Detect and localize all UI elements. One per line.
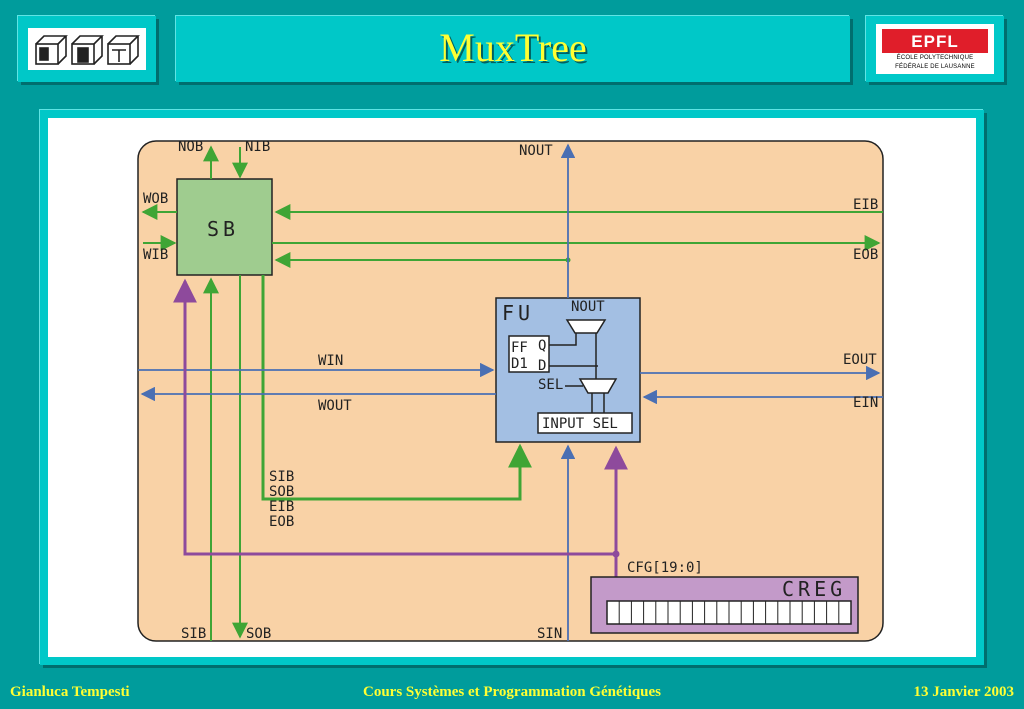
left-logo-panel [18, 16, 156, 82]
input-sel-block [537, 412, 633, 434]
label-wout: WOUT [318, 398, 352, 414]
label-nob: NOB [178, 139, 203, 155]
bus-label-sib: SIB [269, 469, 294, 485]
label-eob: EOB [853, 247, 878, 263]
bus-label-eib: EIB [269, 499, 294, 515]
footer-date: 13 Janvier 2003 [913, 684, 1014, 700]
ff-q-label: Q [538, 338, 546, 354]
input-sel-label: INPUT SEL [542, 416, 618, 432]
label-nout-top: NOUT [519, 143, 553, 159]
bus-label-eob: EOB [269, 514, 294, 530]
wire-q-to-mux [549, 333, 577, 346]
wire-sb-to-fu-bus [261, 275, 532, 501]
fu-nout-label: NOUT [571, 299, 605, 315]
epfl-logo-line2: FÉDÉRALE DE LAUSANNE [895, 64, 975, 70]
sb-block [176, 178, 273, 276]
label-eib: EIB [853, 197, 878, 213]
epfl-logo-line1: ÉCOLE POLYTECHNIQUE [896, 55, 974, 61]
junction-cfg [612, 550, 620, 558]
sb-label: SB [207, 217, 239, 241]
label-wob: WOB [143, 191, 168, 207]
cubes-icon [35, 35, 140, 65]
nout-mux [565, 319, 607, 334]
label-nib: NIB [245, 139, 270, 155]
creg-bit-cells [618, 601, 840, 624]
d1-label: D1 [511, 356, 528, 372]
epfl-logo: EPFL ÉCOLE POLYTECHNIQUE FÉDÉRALE DE LAU… [876, 24, 994, 74]
wire-cfg-to-sb [173, 278, 618, 578]
right-logo-panel: EPFL ÉCOLE POLYTECHNIQUE FÉDÉRALE DE LAU… [866, 16, 1004, 82]
label-cfg: CFG[19:0] [627, 560, 703, 576]
ff-d-label: D [538, 358, 546, 374]
ff-label: FF [511, 340, 528, 356]
page-title: MuxTree [439, 25, 587, 70]
label-wib: WIB [143, 247, 168, 263]
label-eout: EOUT [843, 352, 877, 368]
epfl-logo-band: EPFL [882, 29, 988, 53]
fu-sel-label: SEL [538, 377, 563, 393]
sel-mux [578, 378, 618, 394]
creg-label: CREG [782, 577, 846, 601]
label-sob-bottom: SOB [246, 626, 271, 642]
footer-course: Cours Systèmes et Programmation Génétiqu… [362, 684, 661, 700]
label-ein: EIN [853, 395, 878, 411]
ff-block [508, 335, 550, 373]
logic-cubes-logo [28, 28, 146, 70]
label-sin: SIN [537, 626, 562, 642]
bus-label-sob: SOB [269, 484, 294, 500]
title-bar: MuxTree [176, 16, 850, 82]
epfl-logo-mark: EPFL [911, 32, 959, 51]
label-sib-bottom: SIB [181, 626, 206, 642]
label-win: WIN [318, 353, 343, 369]
footer-author: Gianluca Tempesti [10, 684, 130, 700]
fu-label: FU [502, 301, 534, 325]
